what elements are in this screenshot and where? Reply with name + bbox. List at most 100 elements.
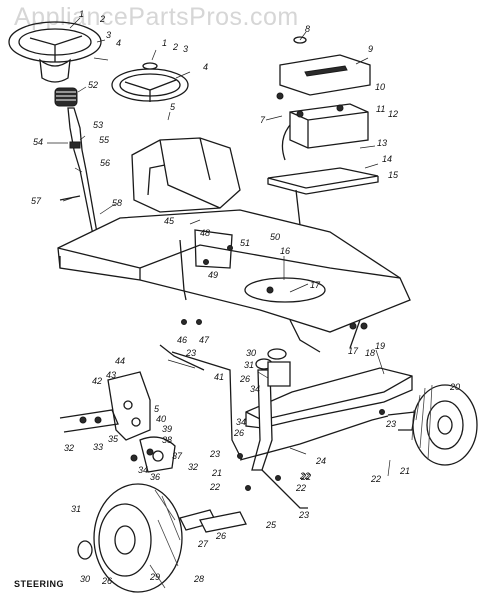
callout: 12: [388, 109, 398, 119]
callout: 31: [71, 504, 81, 514]
hardware-fasteners: [79, 92, 385, 491]
battery-strap[interactable]: [291, 189, 301, 229]
callout: 15: [388, 170, 399, 180]
callout: 40: [156, 414, 166, 424]
callout: 22: [370, 474, 381, 484]
callout: 22: [299, 471, 310, 481]
callout: 16: [280, 246, 290, 256]
right-spindle[interactable]: [387, 411, 416, 431]
callout: 32: [64, 443, 74, 453]
callout: 26: [239, 374, 250, 384]
hub-cap-left[interactable]: [77, 540, 93, 560]
callout: 4: [203, 62, 208, 72]
callout: 52: [88, 80, 98, 90]
callout: 14: [382, 154, 392, 164]
callout: 34: [236, 417, 246, 427]
steering-pinion-shaft[interactable]: [59, 409, 119, 433]
sector-gear[interactable]: [139, 436, 176, 473]
callout: 23: [298, 510, 309, 520]
callout: 3: [183, 44, 188, 54]
callout: 48: [200, 228, 210, 238]
callout: 23: [385, 419, 396, 429]
callout: 21: [211, 468, 222, 478]
callout: 20: [449, 382, 460, 392]
callout: 7: [260, 115, 266, 125]
steering-shaft-lower[interactable]: [159, 344, 205, 371]
callout: 51: [240, 238, 250, 248]
callout: 24: [315, 456, 326, 466]
callout: 4: [116, 38, 121, 48]
callout: 5: [170, 102, 176, 112]
callout: 1: [162, 38, 167, 48]
callout: 34: [138, 465, 148, 475]
callout: 1: [79, 9, 84, 19]
callout: 54: [33, 137, 43, 147]
callout: 26: [101, 576, 112, 586]
callout: 30: [246, 348, 256, 358]
callout: 2: [172, 42, 178, 52]
axle-bushing[interactable]: [267, 361, 291, 387]
callout: 5: [154, 404, 160, 414]
left-axle-spacer[interactable]: [179, 509, 247, 533]
callout: 30: [80, 574, 90, 584]
callout: 17: [348, 346, 359, 356]
callout: 11: [376, 104, 385, 114]
callout: 3: [106, 30, 111, 40]
callout: 44: [115, 356, 125, 366]
steering-wheel-upper[interactable]: [8, 21, 102, 83]
callout: 10: [375, 82, 385, 92]
tie-rod[interactable]: [239, 415, 389, 461]
callout: 23: [185, 348, 196, 358]
callout: 22: [209, 482, 220, 492]
callout: 53: [93, 120, 103, 130]
battery-tray[interactable]: [267, 167, 379, 195]
callout: 26: [233, 428, 244, 438]
callout: 43: [106, 370, 116, 380]
callout: 31: [244, 360, 254, 370]
callout: 36: [150, 472, 160, 482]
callout: 2: [99, 14, 105, 24]
hub-cap-right[interactable]: [267, 348, 287, 360]
callout: 38: [162, 435, 172, 445]
callout: 55: [99, 135, 110, 145]
callout: 47: [199, 335, 210, 345]
callout: 57: [31, 196, 42, 206]
battery[interactable]: [289, 103, 369, 149]
callout: 34: [250, 384, 260, 394]
steering-gear-bracket[interactable]: [107, 371, 151, 441]
callout: 42: [92, 376, 102, 386]
callout: 25: [265, 520, 277, 530]
callout: 26: [215, 531, 226, 541]
left-front-wheel[interactable]: [93, 483, 183, 593]
callout: 27: [197, 539, 209, 549]
tractor-frame[interactable]: [57, 209, 411, 353]
callout: 56: [100, 158, 110, 168]
callout: 17: [310, 280, 321, 290]
dash-panel[interactable]: [131, 137, 241, 213]
callout: 19: [375, 341, 385, 351]
steering-wheel-center[interactable]: [111, 62, 189, 102]
steering-spring[interactable]: [54, 87, 78, 107]
callout: 37: [172, 451, 183, 461]
callout: 9: [368, 44, 373, 54]
callout: 28: [193, 574, 204, 584]
right-front-wheel[interactable]: [411, 384, 478, 466]
callout: 13: [377, 138, 387, 148]
steering-pin[interactable]: [59, 195, 81, 201]
leader-lines: [47, 17, 391, 477]
front-axle[interactable]: [245, 367, 413, 429]
drag-link[interactable]: [171, 351, 243, 461]
callout: 32: [188, 462, 198, 472]
callout: 46: [177, 335, 187, 345]
battery-cable[interactable]: [281, 124, 291, 161]
callout: 21: [399, 466, 410, 476]
callout: 45: [164, 216, 175, 226]
callout: 29: [149, 572, 160, 582]
callout: 49: [208, 270, 218, 280]
callout: 8: [305, 24, 310, 34]
callout: 18: [365, 348, 375, 358]
battery-cover[interactable]: [279, 36, 371, 96]
watermark: AppliancePartsPros.com: [14, 3, 299, 31]
callout: 58: [112, 198, 122, 208]
callout: 22: [300, 472, 311, 482]
